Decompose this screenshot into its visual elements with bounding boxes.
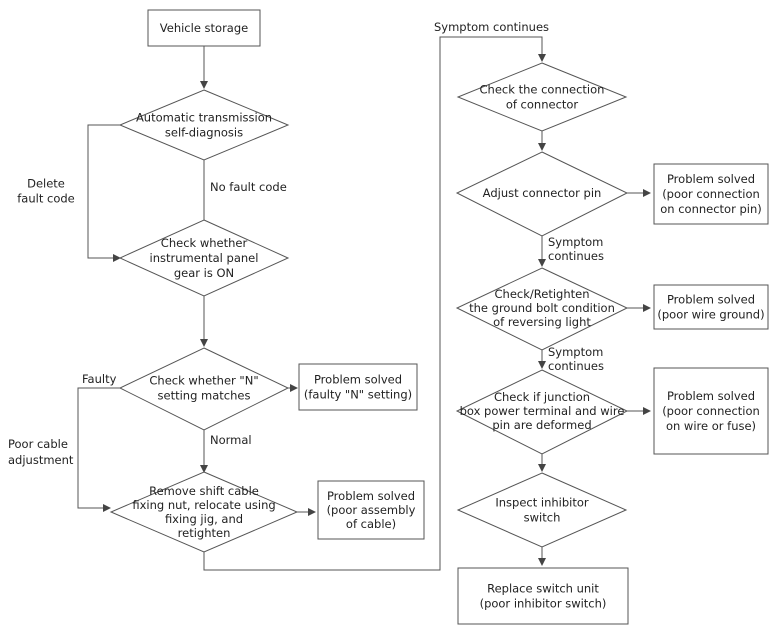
faulty-label-line: Faulty — [82, 372, 117, 386]
check-n-text-line: Check whether "N" — [149, 374, 258, 388]
symptom-continues-top-label: Symptom continues — [434, 20, 549, 34]
solved-cable-text-line: (poor assembly — [327, 503, 416, 517]
solved-pin-text-line: Problem solved — [667, 172, 755, 186]
inspect-inhibitor-text-line: Inspect inhibitor — [495, 496, 589, 510]
adjust-pin-text: Adjust connector pin — [483, 186, 602, 200]
solved-n-text-line: Problem solved — [314, 373, 402, 387]
remove-shift-cable-text-line: Remove shift cable — [149, 484, 259, 498]
check-n-diamond: Check whether "N"setting matches — [118, 347, 290, 431]
symptom-continues-top-label-line: Symptom continues — [434, 20, 549, 34]
check-junction-text-line: pin are deformed — [492, 418, 591, 432]
adjust-pin-diamond: Adjust connector pin — [455, 151, 629, 237]
solved-fuse-text-line: (poor connection — [662, 404, 760, 418]
solved-cable-text-line: Problem solved — [327, 489, 415, 503]
replace-switch-text-line: (poor inhibitor switch) — [480, 597, 607, 611]
check-ground-text-line: the ground bolt condition — [469, 301, 615, 315]
arrow-poor-cable-loop — [77, 387, 120, 512]
solved-n-text: Problem solved(faulty "N" setting) — [304, 373, 412, 402]
check-junction-text-line: box power terminal and wire — [460, 404, 625, 418]
check-gear-text-line: Check whether — [161, 236, 248, 250]
symptom-continues-2-label-line: Symptom — [548, 345, 603, 359]
poor-cable-adjustment-label-line: adjustment — [8, 453, 74, 467]
check-connection-text-line: of connector — [506, 98, 579, 112]
symptom-continues-1-label-line: continues — [548, 249, 604, 263]
vehicle-storage-box: Vehicle storage — [147, 9, 261, 47]
replace-switch-box: Replace switch unit(poor inhibitor switc… — [457, 567, 629, 625]
vehicle-storage-text-line: Vehicle storage — [160, 21, 248, 35]
remove-shift-cable-text-line: fixing jig, and — [165, 512, 243, 526]
arrow-symptom-continues-top — [203, 36, 546, 571]
symptom-continues-2-label-line: continues — [548, 359, 604, 373]
remove-shift-cable-text-line: retighten — [178, 526, 231, 540]
solved-pin-text-line: on connector pin) — [660, 202, 762, 216]
check-ground-text-line: of reversing light — [493, 315, 591, 329]
normal-label-line: Normal — [210, 433, 252, 447]
normal-label: Normal — [210, 433, 252, 447]
solved-n-text-line: (faulty "N" setting) — [304, 388, 412, 402]
check-gear-text-line: gear is ON — [174, 266, 234, 280]
check-junction-text-line: Check if junction — [494, 390, 590, 404]
solved-fuse-text-line: on wire or fuse) — [666, 419, 756, 433]
no-fault-code-label-line: No fault code — [210, 180, 287, 194]
symptom-continues-1-label-line: Symptom — [548, 235, 603, 249]
connectors — [77, 36, 651, 571]
poor-cable-adjustment-label: Poor cable adjustment — [8, 437, 74, 467]
vehicle-storage-text: Vehicle storage — [160, 21, 248, 35]
arrow-delete-fault-code-loop — [87, 124, 122, 262]
faulty-label: Faulty — [82, 372, 117, 386]
adjust-pin-text-line: Adjust connector pin — [483, 186, 602, 200]
solved-ground-text-line: (poor wire ground) — [657, 308, 764, 322]
check-n-text: Check whether "N"setting matches — [149, 374, 258, 403]
solved-fuse-text-line: Problem solved — [667, 389, 755, 403]
check-n-text-line: setting matches — [158, 389, 251, 403]
delete-fault-code-label-line: Delete — [27, 177, 65, 191]
no-fault-code-label: No fault code — [210, 180, 287, 194]
solved-cable-text-line: of cable) — [346, 517, 396, 531]
check-connection-text-line: Check the connection — [480, 83, 605, 97]
solved-ground-text-line: Problem solved — [667, 293, 755, 307]
check-gear-text-line: instrumental panel — [150, 251, 259, 265]
auto-trans-diag-text-line: Automatic transmission — [136, 111, 272, 125]
solved-ground-text: Problem solved(poor wire ground) — [657, 293, 764, 322]
solved-n-box: Problem solved(faulty "N" setting) — [298, 363, 418, 411]
replace-switch-text: Replace switch unit(poor inhibitor switc… — [480, 582, 607, 611]
check-ground-text-line: Check/Retighten — [495, 287, 590, 301]
replace-switch-text-line: Replace switch unit — [487, 582, 599, 596]
auto-trans-diag-text-line: self-diagnosis — [165, 126, 243, 140]
solved-ground-box: Problem solved(poor wire ground) — [653, 284, 769, 330]
poor-cable-adjustment-label-line: Poor cable — [8, 437, 68, 451]
inspect-inhibitor-text-line: switch — [524, 511, 561, 525]
solved-pin-text-line: (poor connection — [662, 187, 760, 201]
remove-shift-cable-text-line: fixing nut, relocate using — [132, 498, 275, 512]
delete-fault-code-label-line: fault code — [17, 192, 74, 206]
